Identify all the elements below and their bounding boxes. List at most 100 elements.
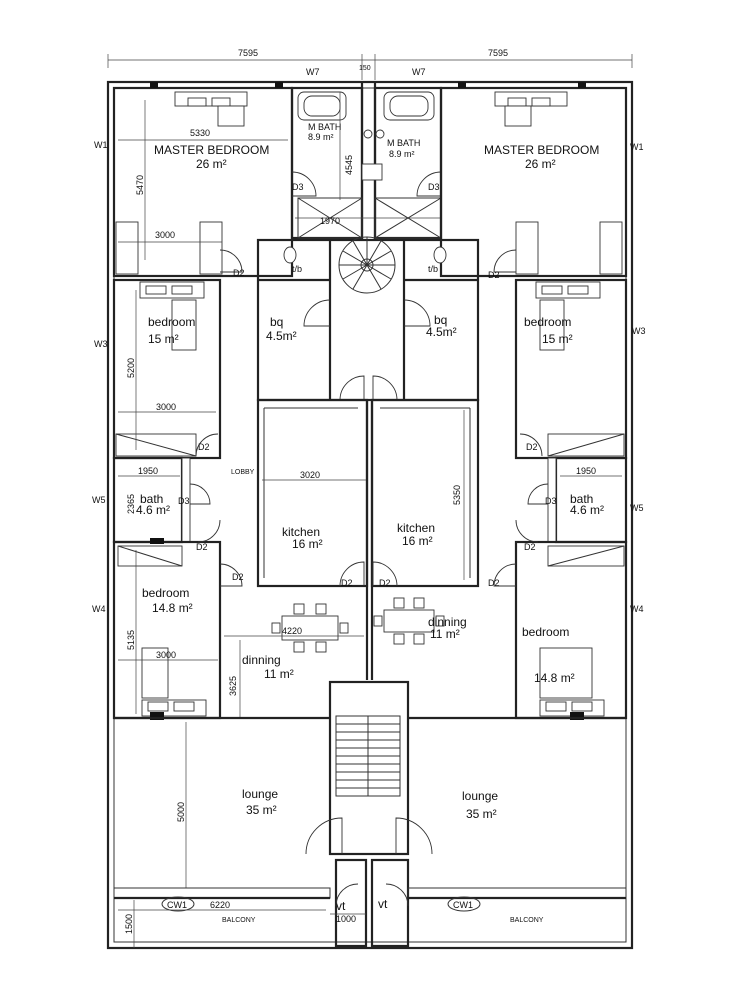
balcony-left-label: BALCONY	[222, 917, 256, 924]
kitchens: 3020 5350 kitchen 16 m² kitchen 16 m² D2…	[231, 398, 480, 588]
lounge-left-area: 35 m²	[246, 803, 277, 817]
bq-left-label: bq	[270, 315, 283, 329]
dim-master-sub: 3000	[155, 230, 175, 240]
tag-w7-right: W7	[412, 67, 426, 77]
mbath-right-label: M BATH	[387, 138, 420, 148]
tag-cw1-right: CW1	[453, 900, 473, 910]
lounge-left-label: lounge	[242, 787, 278, 801]
tag-d3-bath-left: D3	[178, 496, 190, 506]
bed-right-label: bedroom	[524, 315, 571, 329]
tag-w4-right: W4	[630, 604, 644, 614]
central-core: t/b t/b bq 4.5m² bq 4.5m²	[256, 236, 480, 402]
bed-left-area: 15 m²	[148, 332, 179, 346]
mbath-right: D3 M BATH 8.9 m² W7	[361, 67, 443, 240]
mbath-left: D3 M BATH 8.9 m² 4545 1970 W7	[290, 67, 440, 240]
dim-top-left: 7595	[238, 48, 258, 58]
bath-left-label: bath	[140, 492, 163, 506]
bedroom-left: 3000 5200 bedroom 15 m² W3 D2 D2	[94, 249, 245, 460]
bath-left: 1950 2365 bath 4.6 m² W5 D3	[92, 456, 211, 544]
dim-master-width: 5330	[190, 128, 210, 138]
dim-top-center: 150	[359, 65, 371, 72]
bq-right-area: 4.5m²	[426, 325, 457, 339]
master-bedroom-left: 5330 3000 5470 MASTER BEDROOM 26 m² W1	[94, 82, 294, 278]
dim-bath-height: 4545	[344, 155, 354, 175]
tag-d2-kitchen-right: D2	[379, 578, 391, 588]
kitchen-right-area: 16 m²	[402, 534, 433, 548]
dim-bed-width: 3000	[156, 402, 176, 412]
mbath-right-area: 8.9 m²	[389, 149, 415, 159]
master-left-area: 26 m²	[196, 157, 227, 171]
tag-w3-left: W3	[94, 339, 108, 349]
dining-left-area: 11 m²	[264, 667, 294, 681]
tag-w1-right: W1	[630, 142, 644, 152]
dim-kitchen-height: 5350	[452, 485, 462, 505]
dim-dining-width: 4220	[282, 626, 302, 636]
tag-d2-bed-right: D2	[488, 270, 500, 280]
tag-d3-mbath-left: D3	[292, 182, 304, 192]
bq-right-label: bq	[434, 313, 447, 327]
kitchen-left-area: 16 m²	[292, 537, 323, 551]
bed3-right-label: bedroom	[522, 625, 569, 639]
dim-dining-height: 3625	[228, 676, 238, 696]
tag-d2-bed-right-b: D2	[526, 442, 538, 452]
tag-d2-kitchen-left: D2	[341, 578, 353, 588]
bath-right-area: 4.6 m²	[570, 503, 604, 517]
bed3-left-area: 14.8 m²	[152, 601, 193, 615]
tag-w5-right: W5	[630, 503, 644, 513]
dim-bath-small-height: 2365	[126, 494, 136, 514]
stairwell: vt vt 1000	[305, 680, 433, 948]
bedroom-right: bedroom 15 m² W3 D2 D2	[488, 249, 646, 460]
vt-left: vt	[336, 899, 346, 913]
dim-balcony-height: 1500	[124, 914, 134, 934]
kitchen-left-label: kitchen	[282, 525, 320, 539]
dim-bath-width: 1970	[320, 216, 340, 226]
mbath-left-area: 8.9 m²	[308, 132, 334, 142]
dim-top-right: 7595	[488, 48, 508, 58]
tag-d2-bed3-left: D2	[196, 542, 208, 552]
tb-right: t/b	[428, 264, 438, 274]
dining-right-area: 11 m²	[430, 627, 460, 641]
tag-d2-bed3-right-b: D2	[488, 578, 500, 588]
lounge-right-area: 35 m²	[466, 807, 497, 821]
top-dimension: 7595 7595 150	[107, 48, 633, 80]
tag-w7-left: W7	[306, 67, 320, 77]
master-right-area: 26 m²	[525, 157, 556, 171]
tag-w1-left: W1	[94, 140, 108, 150]
lounges: 5000 lounge 35 m² lounge 35 m²	[114, 716, 626, 888]
master-bedroom-right: MASTER BEDROOM 26 m² W1	[439, 82, 644, 278]
dim-bath-small-left: 1950	[138, 466, 158, 476]
master-right-label: MASTER BEDROOM	[484, 143, 599, 157]
tag-d2-bed3-left-b: D2	[232, 572, 244, 582]
tag-w4-left: W4	[92, 604, 106, 614]
tag-d3-bath-right: D3	[545, 496, 557, 506]
dim-bed3-width: 3000	[156, 650, 176, 660]
balconies: CW1 CW1 6220 1500 BALCONY BALCONY	[113, 887, 627, 948]
dim-balcony-width: 6220	[210, 900, 230, 910]
tag-d3-mbath-right: D3	[428, 182, 440, 192]
vt-right: vt	[378, 897, 388, 911]
bq-left-area: 4.5m²	[266, 329, 297, 343]
bath-left-area: 4.6 m²	[136, 503, 170, 517]
tag-d2-bed3-right: D2	[524, 542, 536, 552]
lounge-right-label: lounge	[462, 789, 498, 803]
dining-right: dinning 11 m²	[373, 597, 467, 645]
dim-bath-small-right: 1950	[576, 466, 596, 476]
bath-right-label: bath	[570, 492, 593, 506]
bedroom3-right: bedroom 14.8 m² W4 D2 D2	[488, 519, 644, 720]
dining-left: 4220 3625 dinning 11 m²	[224, 603, 364, 718]
lobby-label: LOBBY	[231, 469, 255, 476]
tag-d2-bed-left: D2	[233, 268, 245, 278]
dining-left-label: dinning	[242, 653, 281, 667]
tag-d2-bed-left-b: D2	[198, 442, 210, 452]
tag-w5-left: W5	[92, 495, 106, 505]
dim-kitchen-width: 3020	[300, 470, 320, 480]
master-left-label: MASTER BEDROOM	[154, 143, 269, 157]
bed3-right-area: 14.8 m²	[534, 671, 575, 685]
bath-right: 1950 bath 4.6 m² W5 D3	[527, 456, 644, 544]
tag-w3-right: W3	[632, 326, 646, 336]
bed-left-label: bedroom	[148, 315, 195, 329]
bed3-left-label: bedroom	[142, 586, 189, 600]
dim-lounge-height: 5000	[176, 802, 186, 822]
mbath-left-label: M BATH	[308, 122, 341, 132]
